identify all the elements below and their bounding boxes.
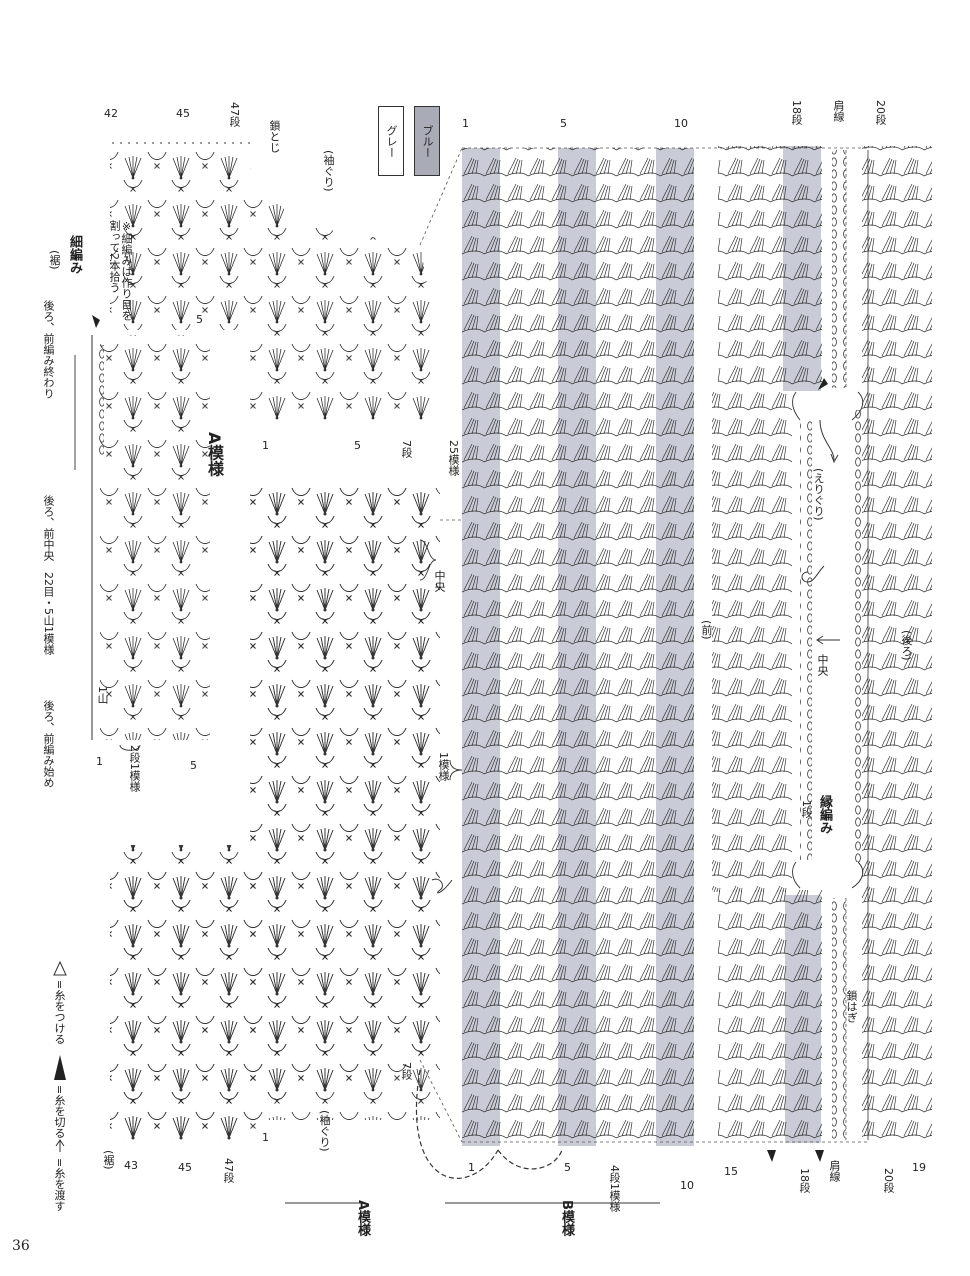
label-back-front-end: 後ろ、前編み終わり [42,300,55,399]
num-1-b-top: 1 [462,117,469,130]
label-collar: (えりぐり) [812,468,825,521]
row-7-bottom: 7段 [400,1062,413,1080]
row-47-bottom: 47段 [222,1158,235,1183]
key-carry: =糸を渡す [53,1158,66,1212]
label-25-repeats: 25模様 [447,440,460,476]
label-sleeve-top: (袖ぐり) [322,150,335,192]
label-waist-bottom: (裾) [102,1150,115,1170]
num-1-b-bottom: 1 [468,1161,475,1174]
num-45-bottom: 45 [178,1161,192,1174]
row-18-top: 18段 [790,100,803,125]
label-center-yoke: 中央 [433,570,446,592]
collar-rib [792,150,864,1140]
footer-b-pattern: B模様 [559,1200,574,1236]
label-sleeve-bottom: (袖ぐり) [318,1110,331,1152]
num-10-b-bottom: 10 [680,1179,694,1192]
num-42: 42 [104,107,118,120]
num-5-a-inner: 5 [196,313,203,326]
label-waist-top: (裾) [48,250,61,270]
label-four-rows-one: 4段1模様 [608,1165,621,1212]
row-20-top: 20段 [874,100,887,125]
label-chain-join: 鎖はぎ [845,990,858,1023]
label-back-front-start: 後ろ、前編み始め [42,700,55,788]
num-43: 43 [124,1159,138,1172]
num-1-a-inner-bottom: 1 [96,755,103,768]
key-symbols [53,315,828,1162]
footer-lines [74,355,660,1204]
label-sc-note: ※細編みは作り目を割って2本拾う [108,220,133,321]
label-front: (前) [700,620,713,640]
row-47-top: 47段 [228,102,241,127]
label-two-rows-one: 2段1模様 [128,745,141,792]
row-20-bottom: 20段 [882,1168,895,1193]
label-one-mountain: 1山 [96,686,109,704]
label-back-front-center: 後ろ、前中央 22目・5山1模様 [42,495,55,655]
key-cut: =糸を切る [53,1085,66,1139]
label-a-pattern: A模様 [205,432,224,477]
label-back: (後ろ) [900,630,913,661]
legend-gray: グレー [378,106,404,176]
label-rib-title: 縁編み [817,795,832,834]
row-18-bottom: 18段 [798,1168,811,1193]
legend-blue: ブルー [414,106,440,176]
key-attach: =糸をつける [53,980,66,1045]
num-10-b-top: 10 [674,117,688,130]
row-7-top: 7段 [400,440,413,458]
num-5-b-bottom: 5 [564,1161,571,1174]
a-pattern-block [91,142,563,1179]
footer-a-pattern: A模様 [355,1200,370,1237]
num-19: 19 [912,1161,926,1174]
label-rib-row: 1段 [800,800,813,818]
num-5-b-top: 5 [560,117,567,130]
shoulder-guides [462,147,868,1143]
num-1-a-sleeve: 1 [262,1131,269,1144]
num-5-a-yoke-top: 5 [354,439,361,452]
label-one-repeat: 1模様 [437,752,450,781]
num-45-top: 45 [176,107,190,120]
label-chain-close: 鎖とじ [268,120,281,153]
b-pattern-block [462,146,932,1146]
label-center-collar: 中央 [816,654,829,676]
num-1-a-yoke-top: 1 [262,439,269,452]
num-5-a-inner-bottom: 5 [190,759,197,772]
label-shoulder-top: 肩線 [832,100,845,122]
page-number: 36 [12,1238,30,1254]
label-shoulder-bottom: 肩線 [828,1160,841,1182]
label-sc-title: 細編み [67,235,82,274]
num-15: 15 [724,1165,738,1178]
